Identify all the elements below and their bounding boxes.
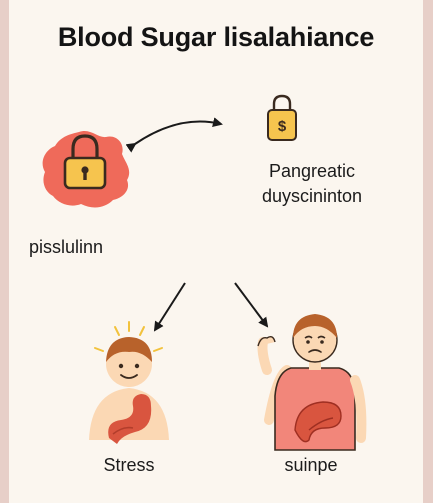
insulin-label: pisslulinn — [29, 237, 104, 257]
stress-label: Stress — [103, 455, 155, 475]
arrow-to-stress — [153, 282, 186, 332]
diagram-card: Blood Sugar lisalahiance $ — [9, 0, 423, 503]
dollar-padlock-icon: $ — [267, 94, 297, 141]
bidirectional-arrow — [125, 117, 223, 153]
pancreatic-label: Pangreatic duyscininton — [261, 161, 363, 206]
diagram-graphics: $ — [42, 94, 367, 451]
sniper-label: suinpe — [284, 455, 338, 475]
stressed-child-icon — [89, 321, 169, 444]
arrow-to-person — [234, 282, 269, 328]
svg-text:$: $ — [278, 118, 287, 135]
padlock-badge-icon — [42, 131, 130, 208]
worried-person-icon — [257, 314, 367, 451]
diagram-title: Blood Sugar lisalahiance — [57, 22, 375, 52]
